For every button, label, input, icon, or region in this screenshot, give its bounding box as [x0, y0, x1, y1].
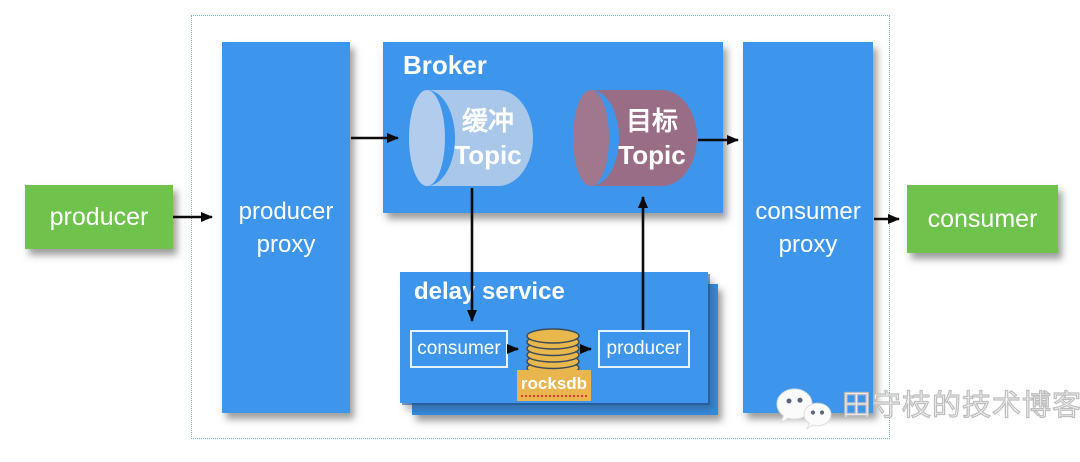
producer-proxy-label: producer proxy: [239, 195, 334, 261]
producer-label: producer: [49, 202, 149, 231]
delay-consumer-box: consumer: [410, 330, 508, 368]
target-topic-line2: Topic: [618, 140, 686, 170]
node-producer-proxy: producer proxy: [222, 42, 350, 413]
wechat-icon: [776, 388, 832, 430]
rocksdb-badge: rocksdb: [517, 370, 591, 401]
delay-consumer-label: consumer: [417, 338, 501, 359]
cylinder-icon: [409, 90, 533, 186]
node-consumer: consumer: [907, 185, 1058, 253]
buffer-topic-cylinder: 缓冲 Topic: [408, 88, 534, 188]
consumer-proxy-line1: consumer: [755, 197, 861, 225]
producer-proxy-line1: producer: [238, 197, 334, 225]
database-cylinder-icon: [526, 328, 580, 376]
consumer-label: consumer: [927, 204, 1038, 233]
watermark-text: 田守枝的技术博客: [841, 389, 1080, 422]
buffer-topic-line2: Topic: [454, 140, 522, 170]
watermark: 田守枝的技术博客: [772, 382, 1080, 436]
consumer-proxy-line2: proxy: [778, 230, 838, 258]
dashed-boundary: [191, 15, 890, 439]
delay-service-title: delay service: [414, 278, 565, 305]
rocksdb-label: rocksdb: [520, 374, 588, 397]
broker-title: Broker: [403, 50, 487, 80]
node-producer: producer: [25, 185, 173, 249]
producer-proxy-line2: proxy: [256, 230, 316, 258]
delay-producer-box: producer: [598, 330, 690, 368]
target-topic-line1: 目标: [625, 106, 678, 136]
cylinder-icon: [573, 90, 697, 186]
target-topic-label: 目标 Topic: [606, 88, 698, 188]
node-delay-service: delay service consumer rocksdb producer: [400, 272, 708, 403]
delay-producer-label: producer: [606, 338, 682, 359]
node-broker: Broker 缓冲 Topic 目标 Topic: [383, 42, 723, 213]
target-topic-cylinder: 目标 Topic: [572, 88, 698, 188]
buffer-topic-line1: 缓冲: [461, 106, 514, 136]
consumer-proxy-label: consumer proxy: [755, 195, 860, 261]
buffer-topic-label: 缓冲 Topic: [442, 88, 534, 188]
node-consumer-proxy: consumer proxy: [743, 42, 873, 413]
